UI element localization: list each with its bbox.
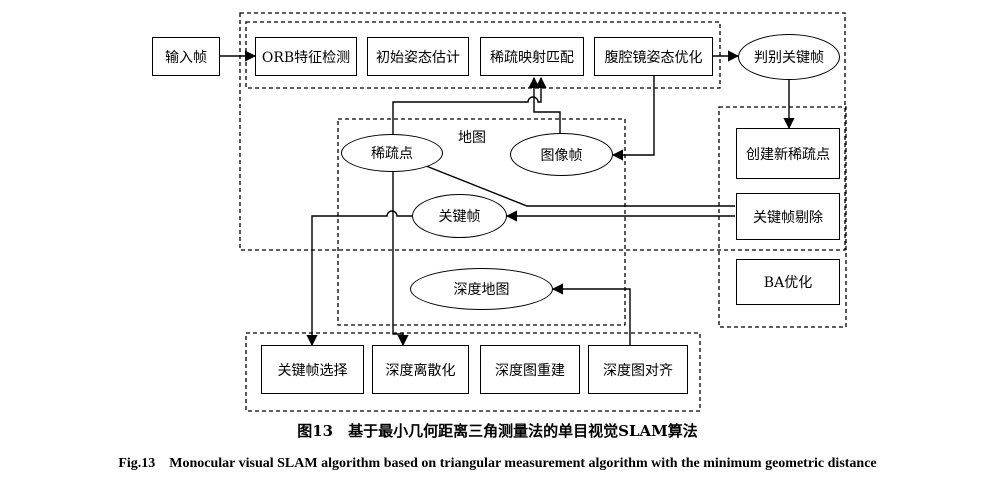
- judge-keyframe-node: 判别关键帧: [738, 34, 840, 80]
- depth-discrete-label: 深度离散化: [385, 362, 456, 379]
- depth-discrete-box: 深度离散化: [372, 345, 469, 394]
- depth-align-label: 深度图对齐: [603, 362, 673, 379]
- init-pose-label: 初始姿态估计: [376, 49, 460, 66]
- figure-caption-en: Fig.13 Monocular visual SLAM algorithm b…: [118, 456, 877, 471]
- depth-align-box: 深度图对齐: [588, 345, 688, 394]
- judge-keyframe-label: 判别关键帧: [754, 50, 824, 66]
- depth-pipeline-group: [245, 332, 701, 412]
- ba-opt-label: BA优化: [763, 275, 813, 291]
- edge-sparse-points-to-match: [392, 76, 547, 134]
- local-mapping-group: [718, 106, 847, 328]
- map-title: 地图: [458, 130, 486, 146]
- image-frame-label: 图像帧: [540, 147, 583, 164]
- ba-opt-box: BA优化: [736, 259, 840, 305]
- orb-detect-box: ORB特征检测: [255, 37, 357, 76]
- edge-keyframe-to-selection: [306, 210, 412, 347]
- lap-pose-opt-label: 腹腔镜姿态优化: [604, 49, 703, 66]
- depth-rebuild-box: 深度图重建: [480, 345, 580, 394]
- lap-pose-opt-box: 腹腔镜姿态优化: [594, 37, 713, 76]
- keyframe-label: 关键帧: [438, 209, 481, 225]
- sparse-match-label: 稀疏映射匹配: [490, 49, 574, 66]
- sparse-match-box: 稀疏映射匹配: [480, 37, 584, 76]
- edge-pose-opt-to-image-frame: [611, 74, 655, 161]
- input-frame-box: 输入帧: [152, 37, 220, 76]
- figure-caption-cn: 图13 基于最小几何距离三角测量法的单目视觉SLAM算法: [297, 422, 698, 440]
- keyframe-node: 关键帧: [412, 194, 507, 238]
- create-sparse-box: 创建新稀疏点: [736, 128, 840, 179]
- depth-map-label: 深度地图: [453, 282, 510, 298]
- edge-sparse-points-to-discrete: [392, 171, 409, 347]
- input-frame-label: 输入帧: [165, 49, 207, 66]
- depth-rebuild-label: 深度图重建: [495, 362, 565, 379]
- edge-align-to-depth-map: [551, 283, 631, 345]
- kf-select-label: 关键帧选择: [277, 362, 348, 379]
- orb-detect-label: ORB特征检测: [261, 49, 351, 66]
- init-pose-box: 初始姿态估计: [367, 37, 469, 76]
- keyframe-cull-box: 关键帧剔除: [736, 193, 840, 240]
- sparse-points-node: 稀疏点: [341, 134, 443, 172]
- kf-select-box: 关键帧选择: [261, 345, 364, 394]
- create-sparse-label: 创建新稀疏点: [746, 146, 830, 163]
- sparse-points-label: 稀疏点: [371, 146, 413, 162]
- tracking-region: [239, 12, 846, 251]
- keyframe-cull-label: 关键帧剔除: [753, 209, 823, 226]
- depth-map-node: 深度地图: [410, 268, 553, 310]
- map-region: [337, 118, 626, 326]
- image-frame-node: 图像帧: [510, 133, 613, 176]
- edge-cull-to-sparse-points: [409, 158, 735, 207]
- edge-image-frame-to-match: [528, 76, 561, 133]
